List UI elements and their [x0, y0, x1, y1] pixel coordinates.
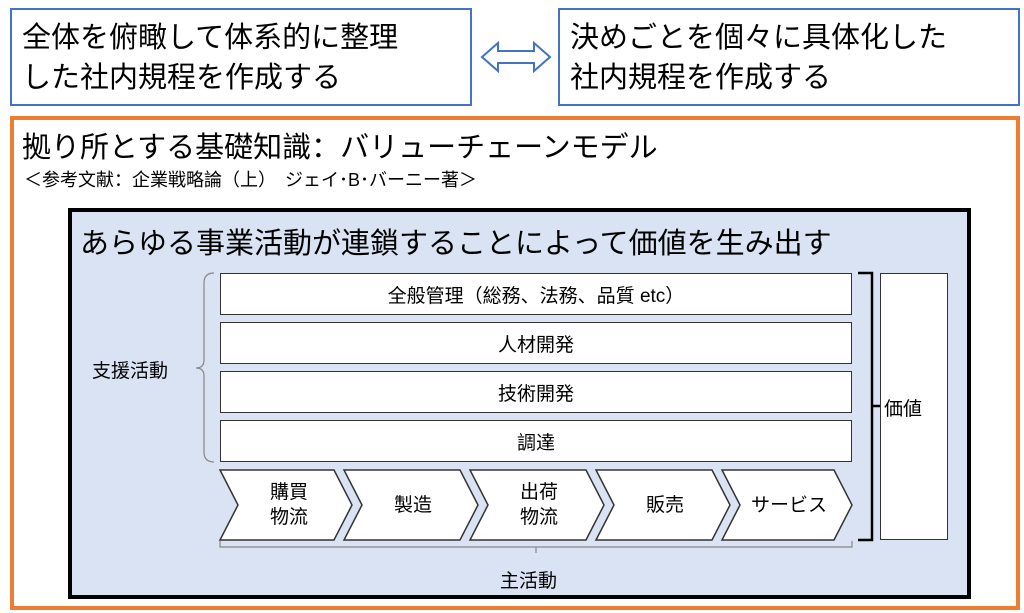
value-label: 価値: [884, 399, 923, 420]
reference-text: ＜参考文献：企業戦略論（上） ジェイ･B･バーニー著＞: [24, 170, 478, 190]
primary-activity-inbound: 購買物流: [236, 470, 342, 540]
foundation-title: 拠り所とする基礎知識：バリューチェーンモデル: [22, 132, 658, 164]
support-activity-technology: 技術開発: [220, 371, 852, 413]
primary-activity-outbound-line-2: 物流: [519, 507, 558, 528]
value-bracket: [858, 271, 880, 542]
primary-activity-operations: 製造: [360, 470, 466, 540]
foundation-panel: [10, 116, 1020, 610]
primary-activity-sales: 販売: [612, 470, 718, 540]
primary-activity-operations-label: 製造: [393, 494, 432, 516]
double-arrow-icon: [480, 40, 552, 74]
primary-activity-sales-label: 販売: [645, 494, 684, 516]
primary-activity-inbound-line-2: 物流: [269, 507, 308, 528]
support-brace: [195, 272, 215, 463]
primary-brace: [219, 541, 853, 553]
primary-activities-label: 主活動: [500, 571, 558, 592]
chevron-sales: [594, 469, 731, 541]
support-activity-procurement: 調達: [220, 420, 852, 462]
primary-activity-outbound-line-1: 出荷: [519, 482, 558, 503]
support-activity-general-management: 全般管理（総務、法務、品質 etc）: [220, 273, 852, 315]
approach-detail-line-1: 決めごとを個々に具体化した: [570, 22, 948, 54]
support-activities-label: 支援活動: [92, 361, 169, 382]
value-box: [880, 273, 948, 540]
approach-detail-line-2: 社内規程を作成する: [570, 62, 832, 94]
approach-overview-line-2: した社内規程を作成する: [22, 62, 342, 94]
chevron-procurement-logistics: [218, 469, 353, 541]
primary-chevrons: [218, 469, 853, 541]
value-chain-title: あらゆる事業活動が連鎖することによって価値を生み出す: [80, 228, 832, 260]
primary-activity-inbound-line-1: 購買: [269, 482, 308, 503]
approach-overview-box: 全体を俯瞰して体系的に整理 した社内規程を作成する: [10, 8, 472, 106]
primary-activity-service: サービス: [736, 470, 842, 540]
support-activity-hr: 人材開発: [220, 322, 852, 364]
chevron-outbound-logistics: [468, 469, 605, 541]
approach-overview-line-1: 全体を俯瞰して体系的に整理: [22, 22, 399, 54]
primary-activity-service-label: サービス: [750, 494, 827, 516]
primary-activity-outbound: 出荷物流: [486, 470, 592, 540]
approach-detail-box: 決めごとを個々に具体化した 社内規程を作成する: [558, 8, 1020, 106]
chevron-manufacturing: [342, 469, 479, 541]
chevron-service: [720, 469, 853, 541]
